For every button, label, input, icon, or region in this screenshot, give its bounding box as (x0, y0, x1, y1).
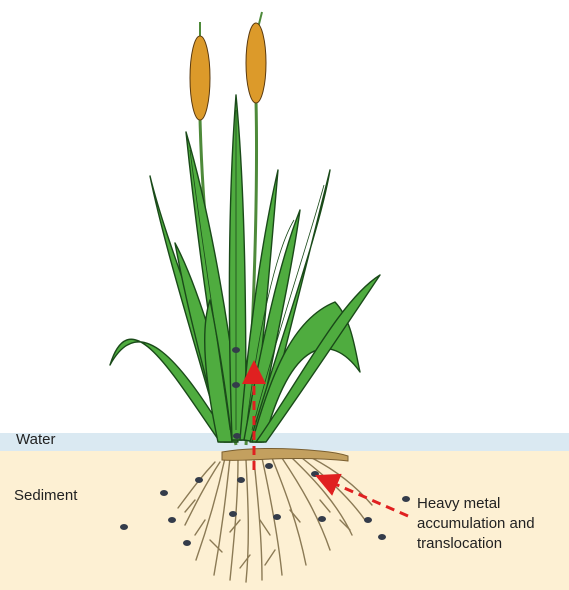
heavy-metal-particle-icon (183, 540, 191, 546)
heavy-metal-particle-icon (364, 517, 372, 523)
accumulation-annotation: Heavy metal accumulation and translocati… (417, 494, 567, 554)
heavy-metal-particle-icon (233, 433, 241, 439)
cattail-head-icon (246, 23, 266, 103)
heavy-metal-particle-icon (195, 477, 203, 483)
annotation-line-2: accumulation and (417, 514, 567, 534)
heavy-metal-particle-icon (311, 471, 319, 477)
water-label: Water (16, 430, 55, 450)
heavy-metal-particle-icon (265, 463, 273, 469)
heavy-metal-particle-icon (273, 514, 281, 520)
heavy-metal-particle-icon (160, 490, 168, 496)
leaves (110, 95, 380, 442)
heavy-metal-particle-icon (402, 496, 410, 502)
heavy-metal-particle-icon (120, 524, 128, 530)
heavy-metal-particle-icon (229, 511, 237, 517)
heavy-metal-particle-icon (237, 477, 245, 483)
heavy-metal-particle-icon (232, 347, 240, 353)
heavy-metal-particle-icon (232, 382, 240, 388)
annotation-line-3: translocation (417, 534, 567, 554)
heavy-metal-particle-icon (378, 534, 386, 540)
heavy-metal-particle-icon (318, 516, 326, 522)
cattail-head-icon (190, 36, 210, 120)
annotation-line-1: Heavy metal (417, 494, 567, 514)
sediment-label: Sediment (14, 486, 77, 506)
heavy-metal-particle-icon (168, 517, 176, 523)
